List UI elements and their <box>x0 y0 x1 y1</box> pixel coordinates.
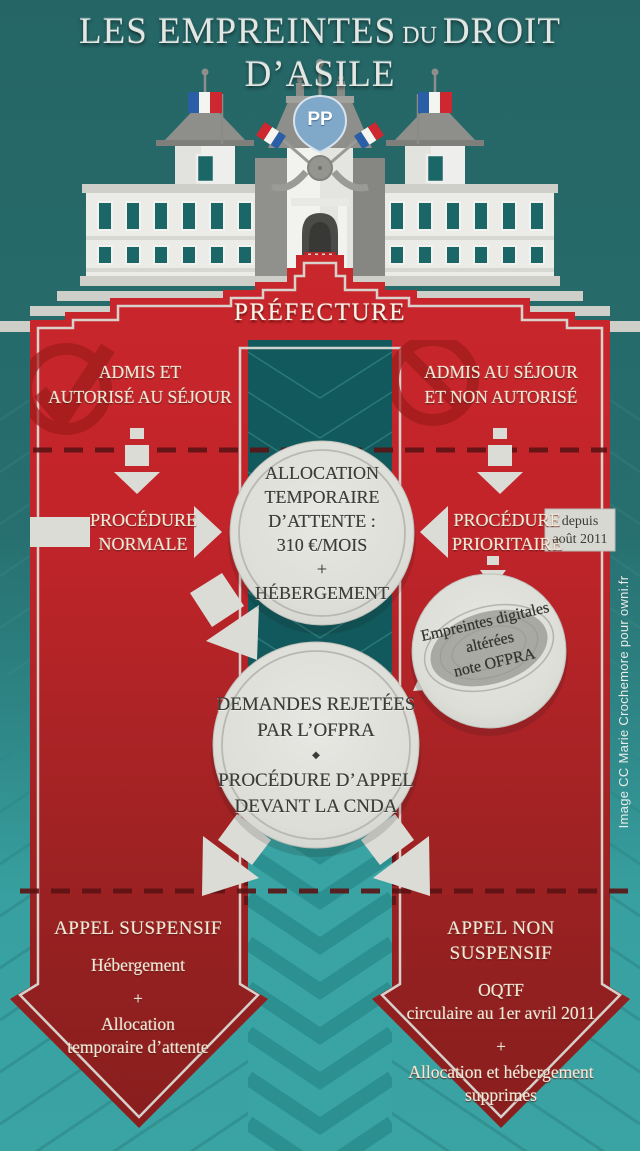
appeal-non-suspensif-line1: OQTF circulaire au 1er avril 2011 <box>406 980 596 1024</box>
french-flag-right-icon <box>416 92 452 144</box>
appeal-circle <box>212 641 420 849</box>
since-tag-box <box>544 508 616 552</box>
allocation-circle-text: ALLOCATION TEMPORAIRE D’ATTENTE : 310 €/… <box>234 455 410 611</box>
down-arrow-icon-right <box>477 428 523 494</box>
appeal-suspensif-title: APPEL SUSPENSIF <box>54 918 222 939</box>
allocation-text: ALLOCATION TEMPORAIRE D’ATTENTE : 310 €/… <box>255 462 389 604</box>
status-admitted-not-authorized: ADMIS AU SÉJOUR ET NON AUTORISÉ <box>424 362 578 407</box>
rejection-line2: PROCÉDURE D’APPEL DEVANT LA CNDA <box>218 770 414 817</box>
middle-column-stripes <box>248 801 392 1151</box>
plus-sign: + <box>496 1037 506 1057</box>
appeal-suspensif-line1: Hébergement <box>91 955 185 976</box>
diamond-separator-icon: ◆ <box>312 750 320 762</box>
arrow-to-appeal-right <box>361 814 430 896</box>
allocation-circle <box>229 440 415 626</box>
french-flag-left-icon <box>188 92 224 144</box>
right-tower-window <box>425 153 446 184</box>
procedure-prioritaire-label: PROCÉDURE PRIORITAIRE <box>452 510 563 555</box>
check-icon <box>30 343 115 435</box>
arrow-to-appeal-left <box>202 814 271 896</box>
status-admitted-authorized: ADMIS ET AUTORISÉ AU SÉJOUR <box>48 362 232 407</box>
appeal-suspensif-line2: Allocation temporaire d’attente <box>67 1013 209 1057</box>
arrow-normale <box>30 506 222 558</box>
fingerprint-smudge-icon <box>423 603 555 693</box>
title-part3: DROIT D’ASILE <box>244 11 561 95</box>
appeal-circle-text: DEMANDES REJETÉES PAR L’OFPRA ◆ PROCÉDUR… <box>210 692 422 820</box>
red-banner-shape <box>10 255 630 1128</box>
down-arrow-icon-left <box>114 428 160 494</box>
plus-sign: + <box>133 989 143 1009</box>
title-part1: LES EMPREINTES <box>79 11 397 52</box>
procedure-normale-label: PROCÉDURE NORMALE <box>90 510 198 555</box>
arrow-prioritaire <box>420 506 448 558</box>
appeal-non-suspensif-block: APPEL NON SUSPENSIF OQTF circulaire au 1… <box>398 916 604 1107</box>
wing-windows <box>97 201 545 265</box>
since-tag: depuis août 2011 <box>552 514 608 548</box>
roof-statues <box>296 75 345 96</box>
appeal-suspensif-block: APPEL SUSPENSIF Hébergement + Allocation… <box>40 916 236 1059</box>
appeal-non-suspensif-title: APPEL NON SUSPENSIF <box>447 918 555 965</box>
right-tower-roof <box>393 98 477 142</box>
title-part2: DU <box>402 23 437 49</box>
pp-shield-icon <box>292 94 348 154</box>
arrow-diagonal-to-cnda <box>190 573 259 660</box>
prohibition-icon <box>392 340 479 426</box>
left-tower-roof <box>163 98 247 142</box>
appeal-non-suspensif-line2: Allocation et hébergement supprimés <box>408 1061 594 1105</box>
rejection-line1: DEMANDES REJETÉES PAR L’OFPRA <box>216 694 416 741</box>
image-credit: Image CC Marie Crochemore pour owni.fr <box>616 575 631 829</box>
prefecture-label: PRÉFECTURE <box>234 299 406 326</box>
pp-badge-label: PP <box>307 109 333 130</box>
left-tower-window <box>195 153 216 184</box>
